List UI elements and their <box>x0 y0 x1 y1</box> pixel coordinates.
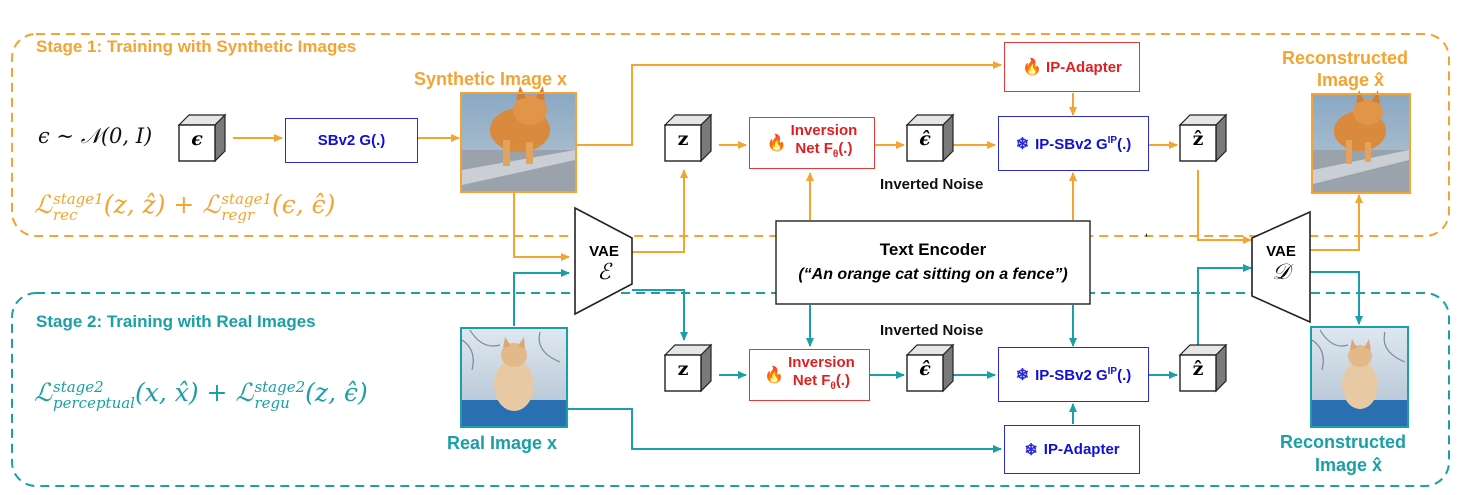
text-encoder-title: Text Encoder <box>879 240 987 259</box>
inverted-noise-label-stage2: Inverted Noise <box>880 322 984 339</box>
noise-prior-formula: ϵ ∼ 𝒩(0, I) <box>38 124 153 148</box>
vae-encoder-label: VAE ℰ <box>589 243 619 285</box>
snowflake-icon: ❄ <box>1024 441 1038 459</box>
noise-symbol: ϵ <box>191 128 203 150</box>
flame-icon: 🔥 <box>764 367 785 384</box>
synthetic-cat-image <box>460 86 577 193</box>
inverted-noise-label-stage1: Inverted Noise <box>880 176 984 193</box>
real-image-label: Real Image x <box>447 433 558 453</box>
text-encoder-prompt: (“An orange cat sitting on a fence”) <box>798 266 1068 283</box>
reconstructed-image-stage2 <box>1310 326 1409 428</box>
inversion-net-line1-stage1: Inversion <box>790 122 858 139</box>
latent-z-label-stage2: z <box>677 358 689 380</box>
stage2-title: Stage 2: Training with Real Images <box>36 312 316 331</box>
latent-z-hat-label-stage2: ẑ <box>1192 358 1204 380</box>
reconstructed-label-stage2-line2: Image x̂ <box>1315 455 1383 475</box>
snowflake-icon: ❄ <box>1015 366 1030 384</box>
ip-sbv2-box-stage1: ❄ IP-SBv2 GIP(.) <box>998 116 1149 171</box>
ip-adapter-box-stage1: 🔥 IP-Adapter <box>1004 42 1140 92</box>
ip-adapter-label-stage2: IP-Adapter <box>1043 441 1120 458</box>
ip-adapter-label-stage1: IP-Adapter <box>1046 58 1122 76</box>
flame-icon: 🔥 <box>766 135 787 152</box>
eps-hat-label-stage2: ϵ̂ <box>919 358 931 380</box>
eps-hat-label-stage1: ϵ̂ <box>919 128 931 150</box>
stage2-region <box>11 292 1450 487</box>
stage2-arrows <box>513 264 1363 453</box>
stage1-title: Stage 1: Training with Synthetic Images <box>36 37 357 56</box>
text-encoder-box <box>775 220 1091 305</box>
ip-sbv2-box-stage2: ❄ IP-SBv2 GIP(.) <box>998 347 1149 402</box>
stage1-region <box>11 33 1450 237</box>
inversion-net-line1-stage2: Inversion <box>788 354 855 371</box>
snowflake-icon: ❄ <box>1015 135 1030 153</box>
latent-z-hat-label-stage1: ẑ <box>1192 128 1204 150</box>
inversion-net-box-stage2: 🔥 Inversion Net Fθ(.) <box>749 349 870 401</box>
latent-z-label-stage1: z <box>677 128 689 150</box>
vae-decoder-shape <box>1251 210 1311 324</box>
vae-decoder-label: VAE 𝒟 <box>1266 243 1296 285</box>
stray-mark: ‘ <box>1145 230 1149 246</box>
stage1-arrows <box>233 61 1363 261</box>
reconstructed-label-stage2-line1: Reconstructed <box>1280 432 1407 452</box>
sbv2-generator-box: SBv2 G(.) <box>285 118 418 163</box>
real-cat-image <box>460 327 568 428</box>
sbv2-generator-label: SBv2 G(.) <box>317 132 386 149</box>
reconstructed-label-stage1-line2: Image x̂ <box>1317 70 1385 90</box>
vae-encoder-shape <box>574 206 633 316</box>
reconstructed-label-stage1-line1: Reconstructed <box>1282 48 1409 68</box>
inversion-net-box-stage1: 🔥 Inversion Net Fθ(.) <box>749 117 875 169</box>
reconstructed-image-stage1 <box>1311 90 1411 194</box>
flame-icon: 🔥 <box>1022 59 1043 76</box>
ip-adapter-box-stage2: ❄ IP-Adapter <box>1004 425 1140 474</box>
synthetic-image-label: Synthetic Image x <box>414 69 568 89</box>
